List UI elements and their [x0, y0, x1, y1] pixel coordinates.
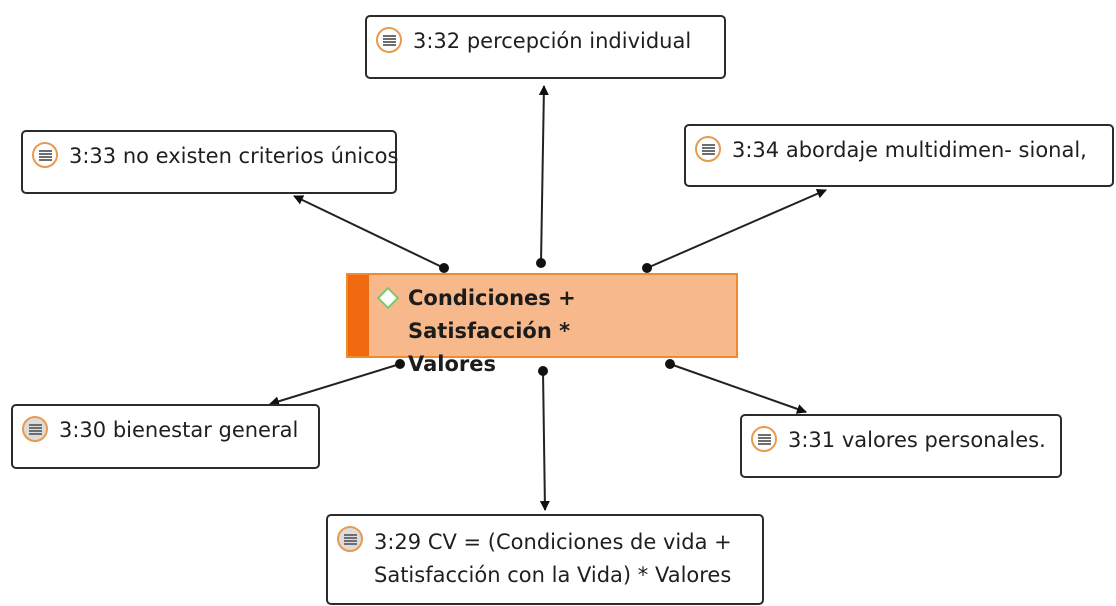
quote-label: 3:32 percepción individual: [413, 29, 692, 53]
quote-label-line1: 3:29 CV = (Condiciones de vida +: [374, 530, 732, 554]
edge-anchor-dot: [536, 258, 546, 268]
quote-label: 3:30 bienestar general: [59, 418, 299, 442]
quote-icon: [22, 416, 48, 442]
quote-node-333[interactable]: 3:33 no existen criterios únicos: [21, 130, 399, 194]
quote-icon: [376, 27, 402, 53]
quote-icon: [751, 426, 777, 452]
edge-to-quote-330: [269, 363, 401, 407]
edge-anchor-dot: [395, 359, 405, 369]
quote-node-329[interactable]: 3:29 CV = (Condiciones de vida + Satisfa…: [326, 514, 764, 605]
edge-anchor-dot: [439, 263, 449, 273]
quote-label: 3:34 abordaje multidimen- sional,: [732, 138, 1087, 162]
code-color-stripe: [348, 275, 369, 356]
edge-anchor-dot: [642, 263, 652, 273]
code-node-condiciones-satisfaccion-valores[interactable]: Condiciones + Satisfacción * Valores: [346, 273, 738, 376]
edge-to-quote-333: [293, 195, 445, 269]
quote-icon: [32, 142, 58, 168]
edge-anchor-dot: [665, 359, 675, 369]
quote-label: 3:33 no existen criterios únicos: [69, 144, 399, 168]
edge-anchor-dot: [538, 366, 548, 376]
quote-node-332[interactable]: 3:32 percepción individual: [365, 15, 726, 79]
diamond-code-icon: [376, 286, 400, 310]
code-label-line2: Valores: [408, 352, 496, 376]
edge-to-quote-329: [539, 370, 550, 511]
quote-label-line2: Satisfacción con la Vida) * Valores: [374, 563, 732, 587]
quote-icon: [337, 526, 363, 552]
edge-to-quote-332: [538, 85, 549, 264]
edge-to-quote-331: [669, 363, 807, 414]
quote-node-331[interactable]: 3:31 valores personales.: [740, 414, 1062, 478]
code-label-line1: Condiciones + Satisfacción *: [408, 286, 576, 343]
quote-label: 3:31 valores personales.: [788, 428, 1046, 452]
edge-to-quote-334: [646, 189, 827, 269]
quote-node-334[interactable]: 3:34 abordaje multidimen- sional,: [684, 124, 1114, 187]
quote-icon: [695, 136, 721, 162]
quote-node-330[interactable]: 3:30 bienestar general: [11, 404, 320, 469]
